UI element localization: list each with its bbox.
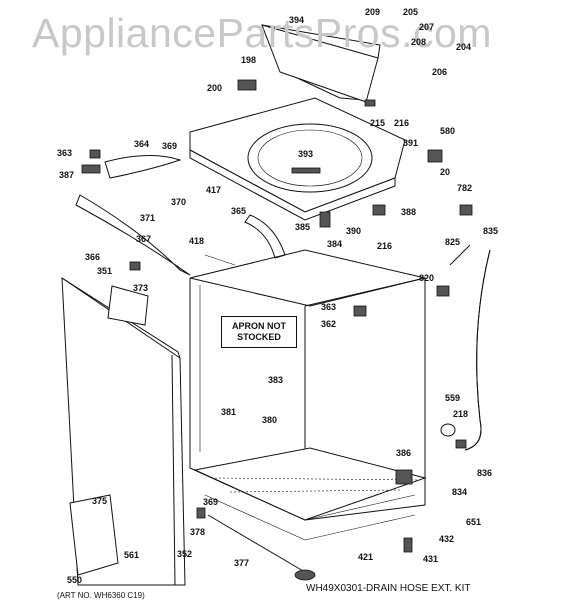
callout-432: 432 [439,534,455,544]
callout-835: 835 [483,226,499,236]
callout-390: 390 [346,226,362,236]
callout-383: 383 [268,375,284,385]
callout-366: 366 [85,252,101,262]
brace-parts [75,154,286,276]
callout-825: 825 [445,237,461,247]
callout-363a: 363 [57,148,73,158]
callout-375: 375 [92,496,108,506]
callout-417: 417 [206,185,222,195]
callout-651: 651 [466,517,482,527]
callout-364: 364 [134,139,150,149]
callout-418: 418 [189,236,205,246]
callout-385: 385 [295,222,311,232]
callout-204: 204 [456,42,472,52]
callout-378: 378 [190,527,206,537]
callout-367: 367 [136,234,152,244]
callout-561: 561 [124,550,140,560]
callout-369b: 369 [203,497,219,507]
art-number-note: (ART NO. WH6360 C19) [57,591,145,600]
callout-370: 370 [171,197,187,207]
callout-550: 550 [67,575,83,585]
callout-198: 198 [241,55,257,65]
callout-207: 207 [419,22,435,32]
callout-421: 421 [358,552,374,562]
hardware-parts [69,79,473,576]
apron-note-line-2: STOCKED [237,332,281,342]
callout-20: 20 [440,167,451,177]
callout-209: 209 [365,7,381,17]
callout-384: 384 [327,239,343,249]
callout-559: 559 [445,393,461,403]
drain-hose-kit-note: WH49X0301-DRAIN HOSE EXT. KIT [306,583,471,594]
callout-391: 391 [403,138,419,148]
apron-note-line-1: APRON NOT [232,321,286,331]
callout-373: 373 [133,283,149,293]
callout-387: 387 [59,170,75,180]
callout-363b: 363 [321,302,337,312]
callout-206: 206 [432,67,448,77]
callout-215: 215 [370,118,386,128]
callout-216a: 216 [394,118,410,128]
lid-part [261,24,381,103]
callout-369a: 369 [162,141,178,151]
callout-371: 371 [140,213,156,223]
callout-431: 431 [423,554,439,564]
callout-200: 200 [207,83,223,93]
callout-205: 205 [403,7,419,17]
apron-not-stocked-note: APRON NOT STOCKED [221,316,297,348]
callout-381: 381 [221,407,237,417]
callout-380: 380 [262,415,278,425]
callout-208: 208 [411,37,427,47]
rear-liner-part [107,285,149,326]
callout-820: 820 [419,273,435,283]
callout-782: 782 [457,183,473,193]
callout-218: 218 [453,409,469,419]
callout-352: 352 [177,549,193,559]
callout-216b: 216 [377,241,393,251]
watermark-text: AppliancePartsPros.com [32,10,492,56]
callout-377: 377 [234,558,250,568]
top-cover-part [189,97,406,221]
callout-386: 386 [396,448,412,458]
cabinet-part [189,249,427,541]
callout-580: 580 [440,126,456,136]
callout-834: 834 [452,487,468,497]
callout-394: 394 [289,15,305,25]
callout-365: 365 [231,206,247,216]
callout-362: 362 [321,319,337,329]
callout-351: 351 [97,266,113,276]
drain-hose-part [449,244,491,451]
callout-388: 388 [401,207,417,217]
callout-836: 836 [477,468,493,478]
kickplate-part [207,514,316,581]
callout-393: 393 [298,149,314,159]
